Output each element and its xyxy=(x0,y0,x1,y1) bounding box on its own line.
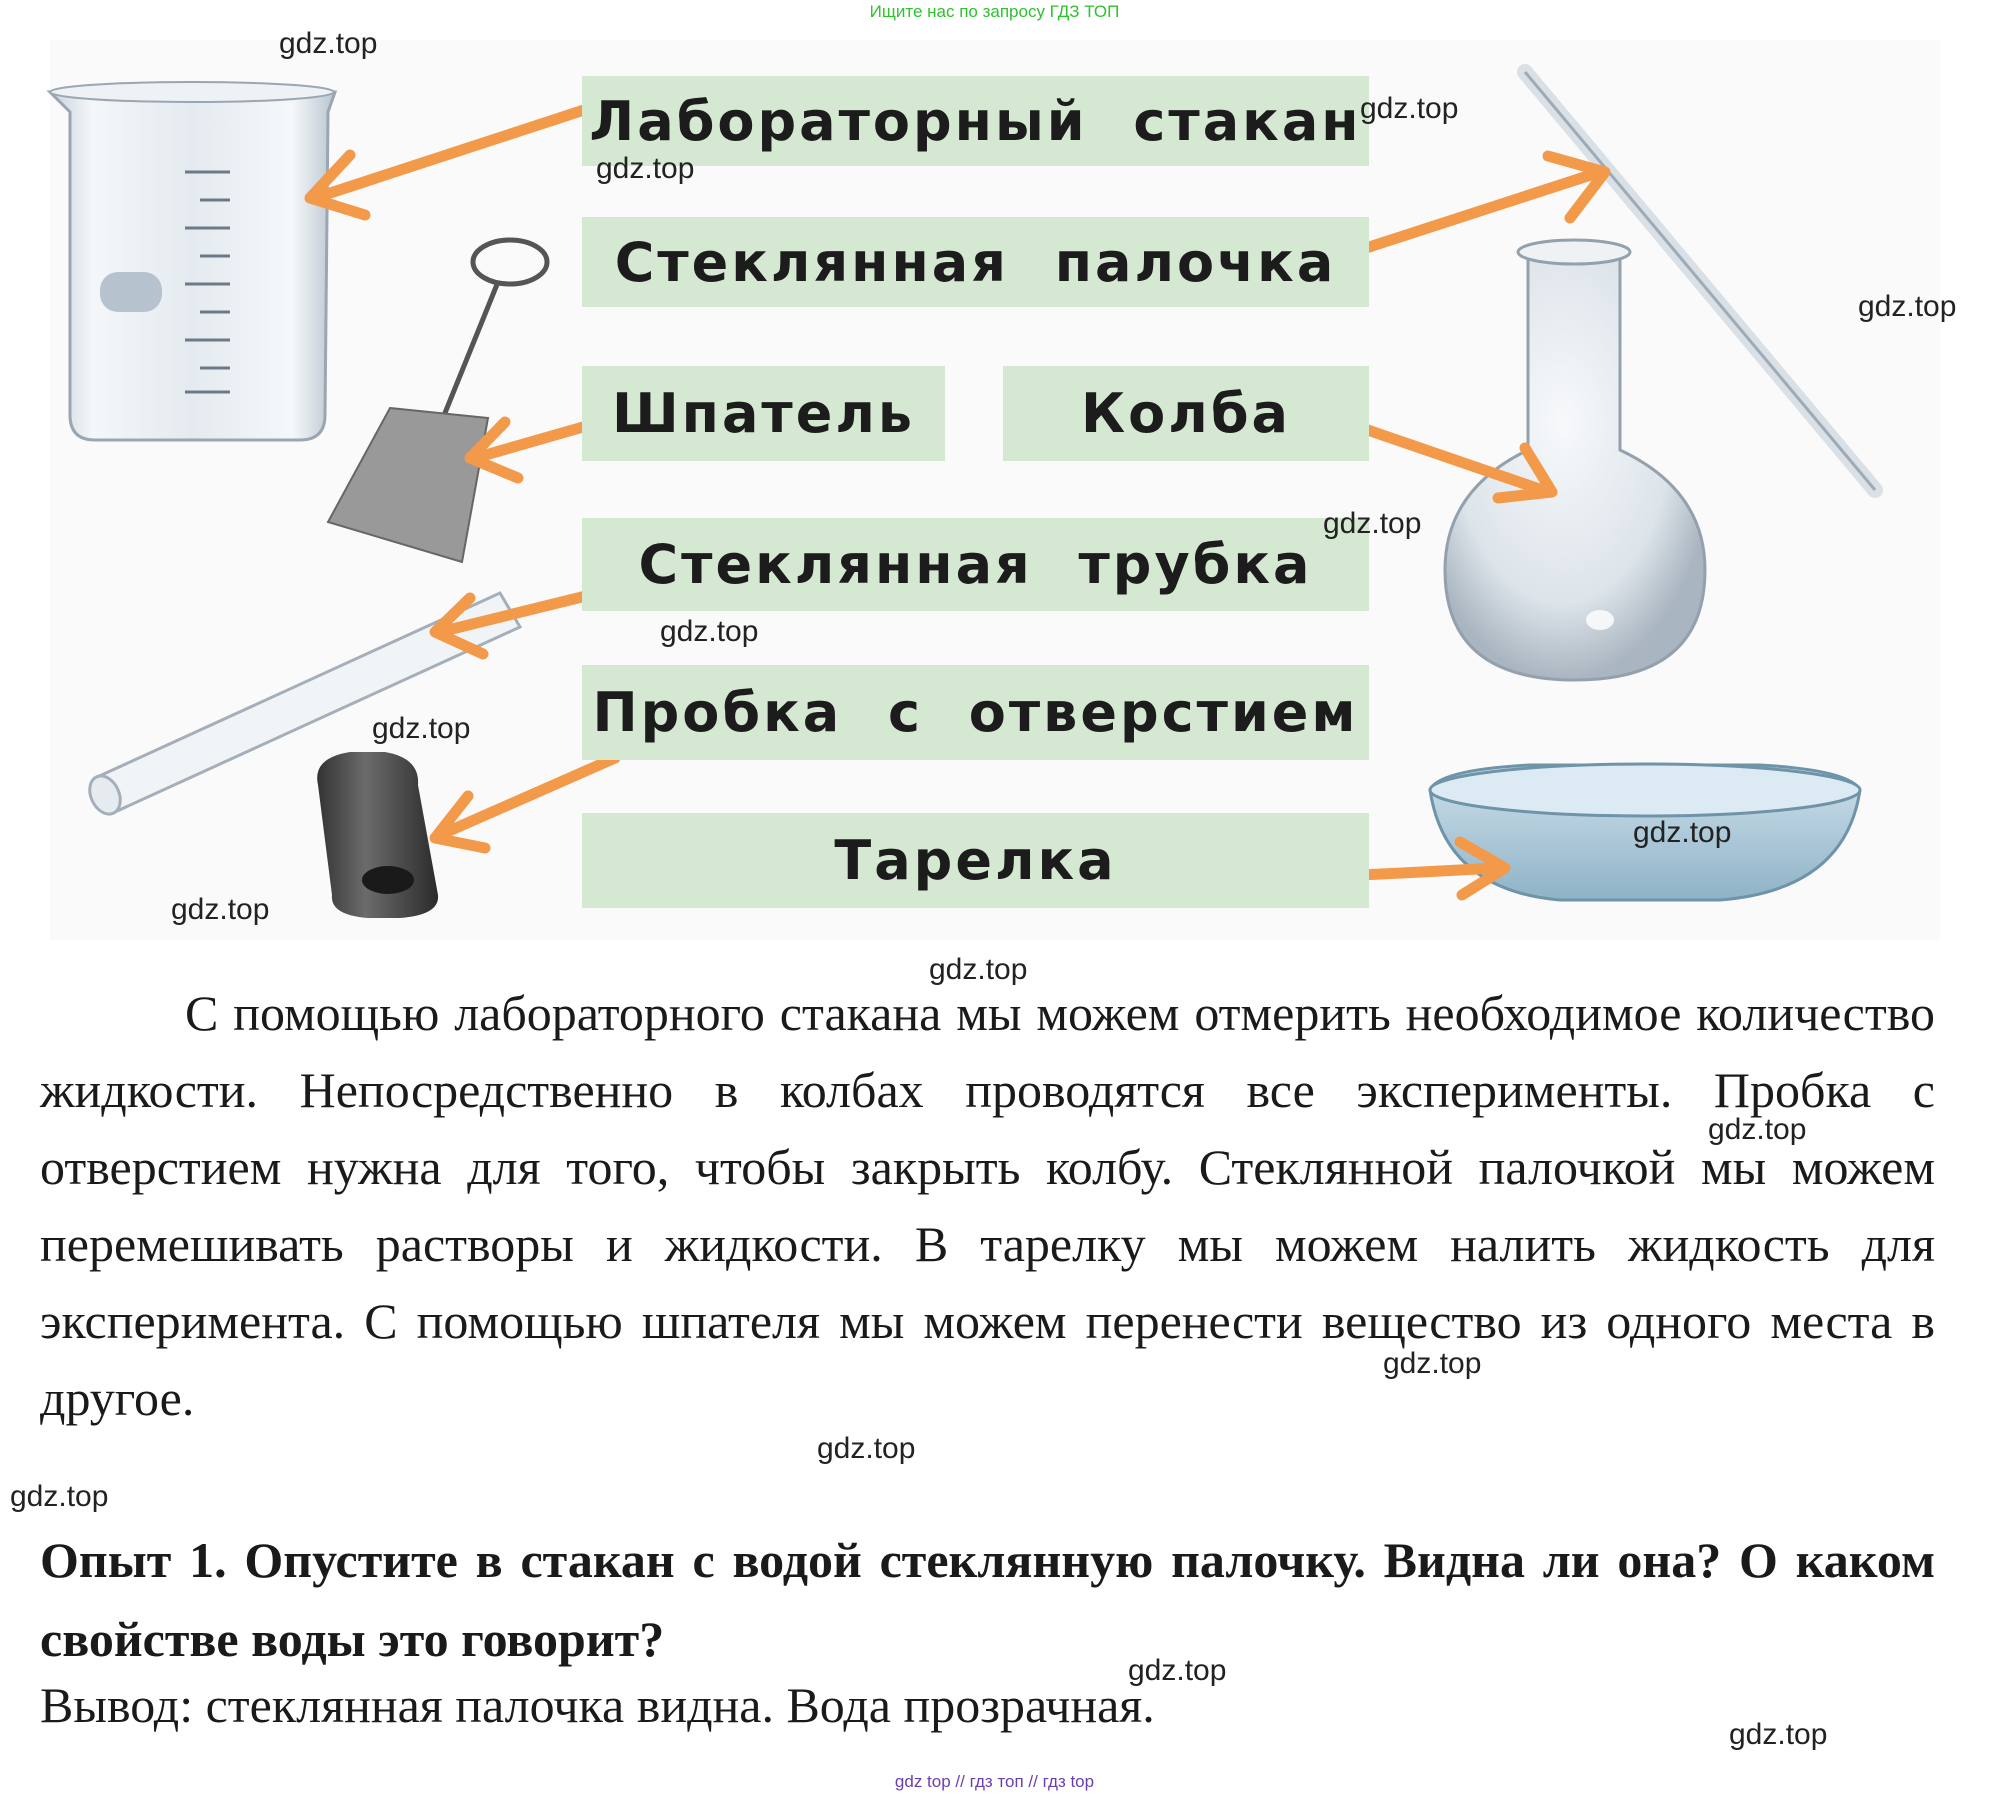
watermark: gdz.top xyxy=(596,152,695,185)
arrow-to-glass-rod xyxy=(1354,150,1611,256)
watermark: gdz.top xyxy=(1128,1654,1227,1687)
watermark: gdz.top xyxy=(929,953,1028,986)
label-beaker: Лабораторный стакан xyxy=(582,76,1369,166)
watermark: gdz.top xyxy=(1708,1113,1807,1146)
watermark: gdz.top xyxy=(1383,1347,1482,1380)
arrow-to-glass-tube xyxy=(429,589,596,660)
arrow-to-flask xyxy=(1356,422,1558,504)
spatula-image xyxy=(326,237,550,564)
beaker-image xyxy=(46,81,338,442)
explanation-paragraph: С помощью лабораторного стакана мы можем… xyxy=(40,975,1935,1437)
watermark: gdz.top xyxy=(660,615,759,648)
watermark: gdz.top xyxy=(171,893,270,926)
watermark: gdz.top xyxy=(279,27,378,60)
experiment-task: Опыт 1. Опустите в стакан с водой стекля… xyxy=(40,1532,1935,1667)
glass-rod-image xyxy=(1517,64,1883,498)
lab-equipment-illustration xyxy=(46,64,1883,918)
label-glass-tube: Стеклянная трубка xyxy=(582,518,1369,611)
arrow-to-stopper xyxy=(429,752,621,854)
label-spatula: Шпатель xyxy=(582,366,945,461)
watermark: gdz.top xyxy=(10,1480,109,1513)
experiment-conclusion: Вывод: стеклянная палочка видна. Вода пр… xyxy=(40,1677,1155,1733)
watermark: gdz.top xyxy=(1858,290,1957,323)
bottom-banner[interactable]: gdz top // гдз топ // гдз top xyxy=(894,1772,1095,1791)
glass-tube-image xyxy=(88,591,523,816)
arrow-to-dish xyxy=(1356,836,1511,901)
label-stopper: Пробка с отверстием xyxy=(582,665,1369,760)
watermark: gdz.top xyxy=(1323,507,1422,540)
arrow-to-spatula xyxy=(464,416,596,484)
watermark: gdz.top xyxy=(817,1432,916,1465)
explanation-text: С помощью лабораторного стакана мы можем… xyxy=(40,985,1935,1426)
arrows xyxy=(304,102,1611,901)
watermark: gdz.top xyxy=(1729,1718,1828,1751)
watermark: gdz.top xyxy=(1633,816,1732,849)
arrow-to-beaker xyxy=(304,102,596,221)
watermark: gdz.top xyxy=(372,712,471,745)
label-flask: Колба xyxy=(1003,366,1369,461)
stopper-image xyxy=(317,752,439,918)
top-banner[interactable]: Ищите нас по запросу ГДЗ ТОП xyxy=(869,2,1120,21)
label-glass-rod: Стеклянная палочка xyxy=(582,217,1369,307)
dish-image xyxy=(1428,762,1862,902)
flask-image xyxy=(1443,238,1707,682)
label-dish: Тарелка xyxy=(582,813,1369,908)
watermark: gdz.top xyxy=(1360,92,1459,125)
